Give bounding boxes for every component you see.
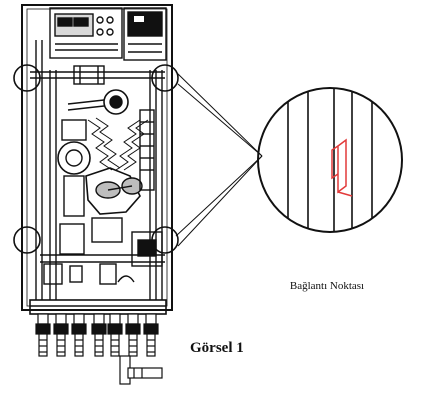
- control-panel: [49, 7, 123, 59]
- marker-top-left: [13, 64, 41, 92]
- heating-unit-drawing: [21, 4, 173, 315]
- outlet-fittings: [35, 313, 163, 385]
- connection-point-label: Bağlantı Noktası: [289, 280, 365, 292]
- marker-top-right: [151, 64, 179, 92]
- leader-lines: [175, 71, 263, 247]
- connection-point-markers: [13, 64, 179, 254]
- marker-bottom-right: [151, 226, 179, 254]
- connection-bracket: [331, 138, 353, 197]
- junction-box: [123, 7, 167, 61]
- detail-magnifier: [257, 87, 403, 233]
- marker-bottom-left: [13, 226, 41, 254]
- figure-caption: Görsel 1: [190, 340, 244, 356]
